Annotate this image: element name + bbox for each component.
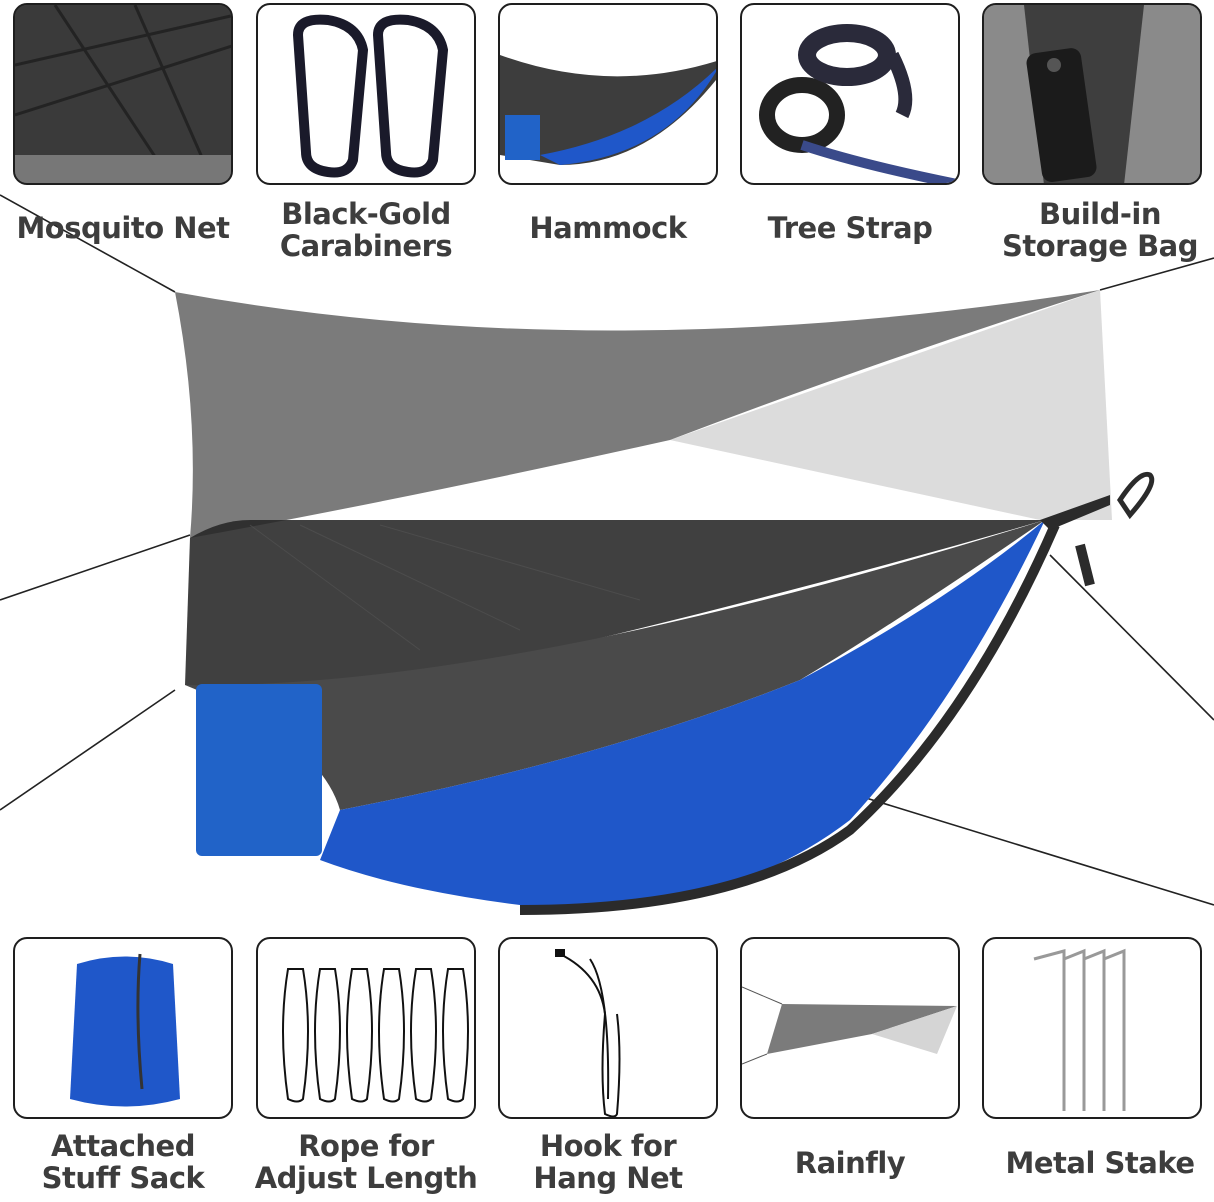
tile-rainfly [740, 937, 960, 1119]
stuff-sack-icon [70, 953, 180, 1107]
label-mosquito-net: Mosquito Net [16, 211, 230, 245]
tile-rope [256, 937, 476, 1119]
tree-strap-icon [759, 24, 958, 183]
label-hammock: Hammock [529, 211, 687, 245]
tarp-underside [670, 290, 1112, 520]
hammock-body-blue [320, 520, 1045, 907]
tarp [175, 290, 1100, 538]
tile-tree-strap [740, 3, 960, 185]
tile-carabiners [256, 3, 476, 185]
label-tree-strap: Tree Strap [767, 211, 933, 245]
guy-lines [0, 194, 1214, 906]
metal-stake-icon [1033, 948, 1126, 1111]
mosquito-net [185, 520, 1045, 700]
tile-hook [498, 937, 718, 1119]
label-rainfly: Rainfly [794, 1146, 906, 1180]
hammock-body-gray [185, 520, 1045, 810]
tile-hammock [498, 3, 718, 185]
hammock-carabiner [1116, 471, 1155, 520]
rainfly-icon [742, 986, 957, 1065]
tile-stuff-sack [13, 937, 233, 1119]
tile-metal-stake [982, 937, 1202, 1119]
mosquito-net-icon [15, 5, 231, 183]
attached-stuff-sack [196, 684, 322, 856]
label-metal-stake: Metal Stake [1005, 1146, 1196, 1180]
hammock-icon [500, 55, 716, 165]
tile-storage-bag [982, 3, 1202, 185]
carabiner-icon [292, 14, 449, 178]
storage-bag-icon [984, 5, 1200, 183]
tile-mosquito-net [13, 3, 233, 185]
rope-icon [282, 968, 469, 1103]
hook-icon [555, 949, 621, 1117]
